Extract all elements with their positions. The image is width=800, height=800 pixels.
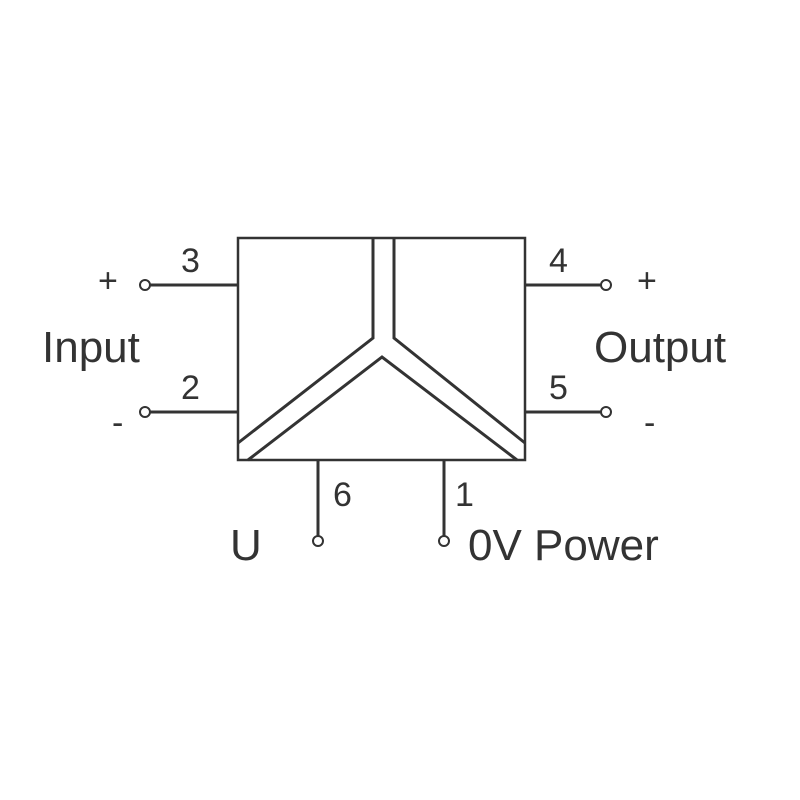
pin-1-label: 1 xyxy=(455,476,474,514)
pin-5-label: 5 xyxy=(549,369,568,407)
y-shape-left-outer xyxy=(237,238,375,445)
zero-volt-power-label: 0V Power xyxy=(468,521,659,570)
terminal-1 xyxy=(438,535,450,547)
output-label: Output xyxy=(594,323,726,372)
terminal-5 xyxy=(600,406,612,418)
terminal-4 xyxy=(600,279,612,291)
pin-3-label: 3 xyxy=(181,242,200,280)
pin-4-label: 4 xyxy=(549,242,568,280)
output-minus-sign: - xyxy=(644,404,655,442)
input-minus-sign: - xyxy=(112,404,123,442)
pin-2-label: 2 xyxy=(181,369,200,407)
terminal-6 xyxy=(312,535,324,547)
terminal-3 xyxy=(139,279,151,291)
pin-6-label: 6 xyxy=(333,476,352,514)
u-label: U xyxy=(230,521,262,570)
y-shape-inner xyxy=(247,355,518,462)
y-shape-right-outer xyxy=(392,238,526,445)
device-box xyxy=(236,236,527,462)
output-plus-sign: + xyxy=(637,262,657,300)
input-plus-sign: + xyxy=(98,262,118,300)
terminal-2 xyxy=(139,406,151,418)
input-label: Input xyxy=(42,323,140,372)
